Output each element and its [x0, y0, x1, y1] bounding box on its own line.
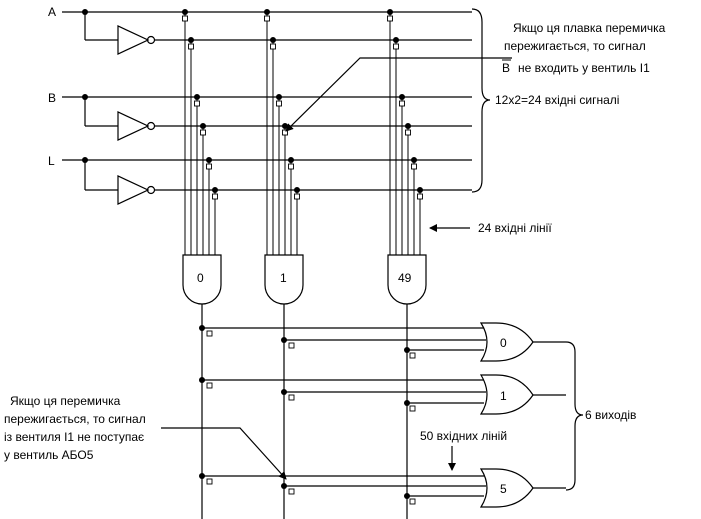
and-gate-0-icon: [182, 254, 222, 305]
fuse-icon: [399, 100, 405, 107]
fuse-icon: [270, 43, 276, 50]
input-label-a: A: [48, 5, 56, 19]
connection-dot: [404, 347, 410, 353]
and-gate-1-label: 1: [280, 271, 287, 285]
fuse-icon: [206, 382, 213, 389]
fuse-icon: [417, 193, 423, 200]
fuse-and-text-3-signal: B: [502, 61, 510, 75]
connection-dot: [182, 9, 188, 15]
inverter-b-icon: [117, 111, 150, 141]
connection-dot: [288, 157, 294, 163]
fuse-icon: [264, 15, 270, 22]
and-gate-49-icon: [387, 254, 427, 305]
fuse-or-pointer-arrow: [161, 427, 287, 480]
connection-dot: [411, 157, 417, 163]
fuse-and-text-3: не входить у вентиль І1: [518, 61, 650, 75]
fuse-icon: [194, 100, 200, 107]
fuse-icon: [212, 193, 218, 200]
fuse-icon: [393, 43, 399, 50]
or-input-lines-annotation: 50 вхідних ліній: [420, 429, 507, 471]
fuse-and-pointer-arrow: [285, 57, 512, 132]
inverter-a-icon: [117, 25, 150, 55]
connection-dot: [281, 483, 287, 489]
fuse-or-text-2: пережигається, то сигнал: [4, 412, 146, 426]
fuse-icon: [405, 129, 411, 136]
fuse-icon: [206, 163, 212, 170]
and-plane: [182, 9, 423, 255]
connection-dot: [405, 123, 411, 129]
fuse-or-text-3: із вентиля І1 не поступає: [4, 430, 144, 444]
connection-dot: [194, 94, 200, 100]
or-gate-5-icon: [479, 468, 534, 508]
connection-dot: [282, 123, 288, 129]
fuse-icon: [282, 129, 288, 136]
fuse-icon: [188, 43, 194, 50]
fuse-icon: [288, 488, 295, 495]
connection-dot: [281, 337, 287, 343]
connection-dot: [200, 123, 206, 129]
fuse-icon: [409, 405, 416, 412]
fuse-icon: [409, 352, 416, 359]
fuse-icon: [294, 193, 300, 200]
fuse-icon: [288, 394, 295, 401]
fuse-icon: [411, 163, 417, 170]
fuse-icon: [200, 129, 206, 136]
or-gate-5-label: 5: [500, 482, 507, 496]
fuse-icon: [206, 478, 213, 485]
input-label-l: L: [48, 154, 55, 168]
fuse-icon: [276, 100, 282, 107]
connection-dot: [417, 187, 423, 193]
connection-dot: [199, 377, 205, 383]
or-gate-0-label: 0: [500, 336, 507, 350]
fuse-icon: [182, 15, 188, 22]
input-lines-label: 24 вхідні лінії: [478, 221, 552, 235]
outputs-brace: [565, 341, 584, 491]
fuse-icon: [409, 498, 416, 505]
fuse-or-text-1: Якщо ця перемичка: [10, 394, 121, 408]
input-lines-annotation: 24 вхідні лінії: [429, 221, 552, 235]
connection-dot: [264, 9, 270, 15]
fuse-and-text-1: Якщо ця плавка перемичка: [513, 21, 666, 35]
or-gate-1-icon: [479, 374, 534, 415]
fuse-or-annotation: Якщо ця перемичка пережигається, то сигн…: [4, 394, 287, 480]
connection-dot: [199, 325, 205, 331]
and-gate-49-label: 49: [398, 271, 412, 285]
connection-dot: [270, 37, 276, 43]
and-gate-1-icon: [264, 254, 304, 305]
connection-dot: [404, 400, 410, 406]
or-gate-1-label: 1: [500, 389, 507, 403]
or-input-lines-label: 50 вхідних ліній: [420, 429, 507, 443]
connection-dot: [212, 187, 218, 193]
connection-dot: [399, 94, 405, 100]
and-gate-0-label: 0: [197, 271, 204, 285]
input-label-b: B: [48, 91, 56, 105]
connection-dot: [199, 473, 205, 479]
fuse-and-annotation: Якщо ця плавка перемичка пережигається, …: [285, 21, 666, 132]
input-signals-brace: [471, 8, 491, 193]
connection-dot: [294, 187, 300, 193]
outputs-label: 6 виходів: [585, 408, 636, 422]
connection-dot: [281, 389, 287, 395]
or-gate-0-icon: [479, 322, 534, 362]
fuse-icon: [206, 330, 213, 337]
connection-dot: [387, 9, 393, 15]
fuse-icon: [387, 15, 393, 22]
inverter-l-icon: [117, 175, 150, 205]
fuse-icon: [288, 163, 294, 170]
connection-dot: [276, 94, 282, 100]
connection-dot: [188, 37, 194, 43]
or-plane: [199, 325, 486, 505]
fuse-icon: [288, 342, 295, 349]
input-signals-label: 12x2=24 вхідні сигналі: [495, 93, 619, 107]
fuse-and-text-2: пережигається, то сигнал: [504, 39, 646, 53]
fuse-or-text-4: у вентиль АБО5: [4, 448, 94, 462]
connection-dot: [206, 157, 212, 163]
connection-dot: [404, 493, 410, 499]
connection-dot: [393, 37, 399, 43]
